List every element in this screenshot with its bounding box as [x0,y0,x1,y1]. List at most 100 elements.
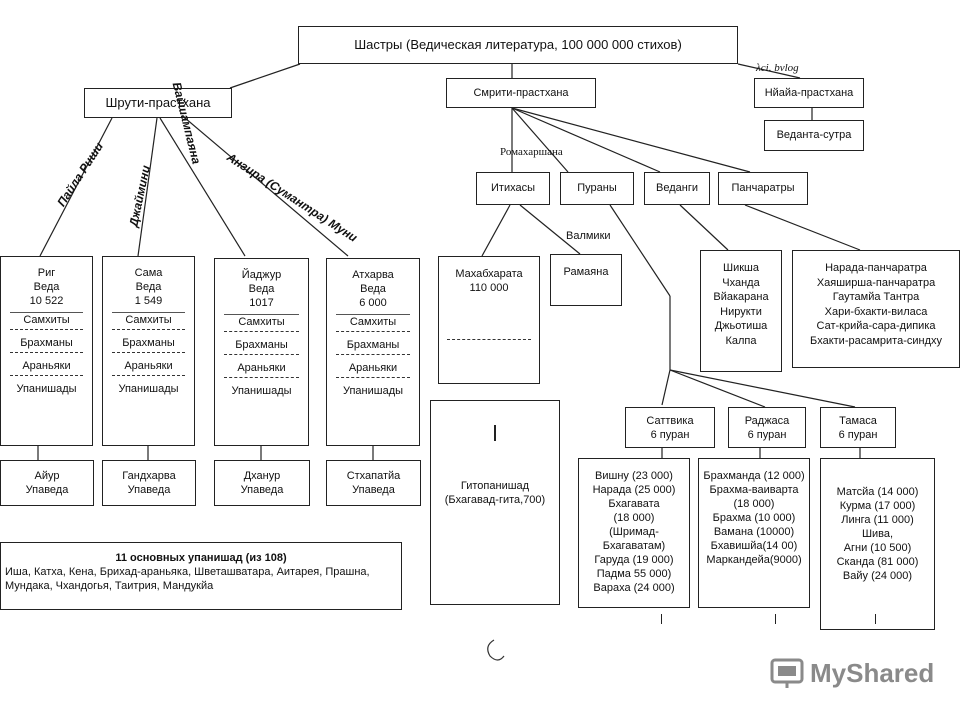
rajasa-list: Брахманда (12 000) Брахма-ваиварта (18 0… [698,458,810,608]
mahabharata-count: 110 000 [469,282,509,294]
pancharatra-item: Хаяширша-панчаратра [816,276,936,289]
upaveda-word: Упаведа [127,484,171,496]
vedanga-item: Вйакарана [713,291,769,303]
veda-part: Упанишады [118,383,179,395]
ramayana-title: Рамаяна [563,266,609,278]
guna-rajasa: Раджаса 6 пуран [728,407,806,448]
purana-item: Гаруда (19 000) [594,554,674,566]
shruti-title: Шрути-прастхана [105,95,211,110]
divider [10,375,83,376]
veda-part: Брахманы [346,339,400,351]
pancharatra-item: Хари-бхакти-виласа [824,305,928,318]
veda-part: Упанишады [16,383,77,395]
pancharatras-box: Нарада-панчаратра Хаяширша-панчаратра Га… [792,250,960,368]
divider [224,331,299,332]
handwritten-note: λci. bvlog [756,62,799,74]
purana-item: Агни (10 500) [843,542,912,554]
purana-item: Брахма-ваиварта [709,484,799,496]
purana-item: Нарада (25 000) [592,484,676,496]
category-label: Итихасы [491,182,535,194]
vedangas-box: Шикша Чханда Вйакарана Нирукти Джьотиша … [700,250,782,372]
upanishads-line: Иша, Катха, Кена, Брихад-араньяка, Швета… [5,566,370,578]
veda-box-rig: Риг Веда 10 522 Самхиты Брахманы Араньяк… [0,256,93,446]
divider [447,339,531,340]
gitopanishad-sub: (Бхагавад-гита,700) [444,494,546,506]
veda-word: Веда [360,283,386,295]
valmiki-label: Валмики [566,230,611,242]
divider [10,312,83,313]
veda-word: Веда [33,281,60,293]
divider [10,329,83,330]
divider [224,377,299,378]
divider [112,352,185,353]
divider [224,314,299,315]
vedanga-item: Чханда [722,276,760,289]
presentation-icon [770,658,804,688]
sattvika-list: Вишну (23 000) Нарада (25 000) Бхагавата… [578,458,690,608]
purana-item: (18 000) [613,512,655,524]
category-vedangas: Веданги [644,172,710,205]
root-title: Шастры (Ведическая литература, 100 000 0… [354,37,682,52]
category-itihasas: Итихасы [476,172,550,205]
veda-part: Араньяки [237,362,286,374]
divider [224,354,299,355]
vedanta-title: Веданта-сутра [776,129,852,141]
upanishads-box: 11 основных упанишад (из 108) Иша, Катха… [0,542,402,610]
purana-item: Бхавишйа(14 00) [710,540,798,552]
watermark-text: MyShared [810,657,935,688]
veda-count: 1 549 [134,295,163,307]
divider [112,375,185,376]
guna-tamasa: Тамаса 6 пуран [820,407,896,448]
purana-item: (18 000) [733,498,775,510]
veda-name: Сама [134,267,163,279]
guna-count: 6 пуран [747,429,787,441]
veda-name: Йаджур [241,269,282,281]
veda-part: Брахманы [20,337,73,349]
purana-item: Маркандейа(9000) [706,554,802,566]
guna-count: 6 пуран [838,429,878,441]
category-label: Пураны [577,182,617,194]
guna-name: Саттвика [646,415,694,427]
vedanga-item: Калпа [725,334,757,347]
upaveda-name: Дханур [243,470,281,482]
vedanga-item: Нирукти [720,305,762,318]
divider [10,352,83,353]
guna-sattvika: Саттвика 6 пуран [625,407,715,448]
pancharatra-item: Сат-крийа-сара-дипика [816,320,936,332]
veda-part: Самхиты [349,316,397,328]
upaveda-box: Дханур Упаведа [214,460,310,506]
upaveda-word: Упаведа [352,484,395,496]
guna-name: Тамаса [839,415,877,427]
pancharatra-item: Нарада-панчаратра [825,262,927,274]
divider [336,377,410,378]
veda-part: Самхиты [125,314,172,326]
upaveda-word: Упаведа [25,484,69,496]
vedanta-box: Веданта-сутра [764,120,864,151]
veda-box-yajur: Йаджур Веда 1017 Самхиты Брахманы Аранья… [214,258,309,446]
upanishads-title: 11 основных упанишад (из 108) [115,552,287,564]
shruti-box: Шрути-прастхана [84,88,232,118]
divider [336,354,410,355]
tick-mark [775,614,776,624]
veda-part: Брахманы [122,337,175,349]
purana-item: Бхагаватам) [602,540,666,552]
guna-name: Раджаса [744,415,790,427]
divider [336,314,410,315]
veda-word: Веда [135,281,162,293]
veda-part: Самхиты [23,314,70,326]
category-label: Панчаратры [731,182,795,194]
purana-item: Вишну (23 000) [595,470,673,482]
divider [336,331,410,332]
guna-count: 6 пуран [650,429,690,441]
veda-part: Брахманы [235,339,288,351]
veda-name: Риг [37,267,56,279]
purana-item: (Шримад- [609,526,659,538]
mark [494,425,496,441]
veda-box-atharva: Атхарва Веда 6 000 Самхиты Брахманы Аран… [326,258,420,446]
purana-item: Вараха (24 000) [593,582,675,594]
purana-item: Матсйа (14 000) [836,486,919,498]
gitopanishad-box: Гитопанишад (Бхагавад-гита,700) [430,400,560,605]
ramayana-box: Рамаяна [550,254,622,306]
purana-item: Вамана (10000) [713,526,795,538]
